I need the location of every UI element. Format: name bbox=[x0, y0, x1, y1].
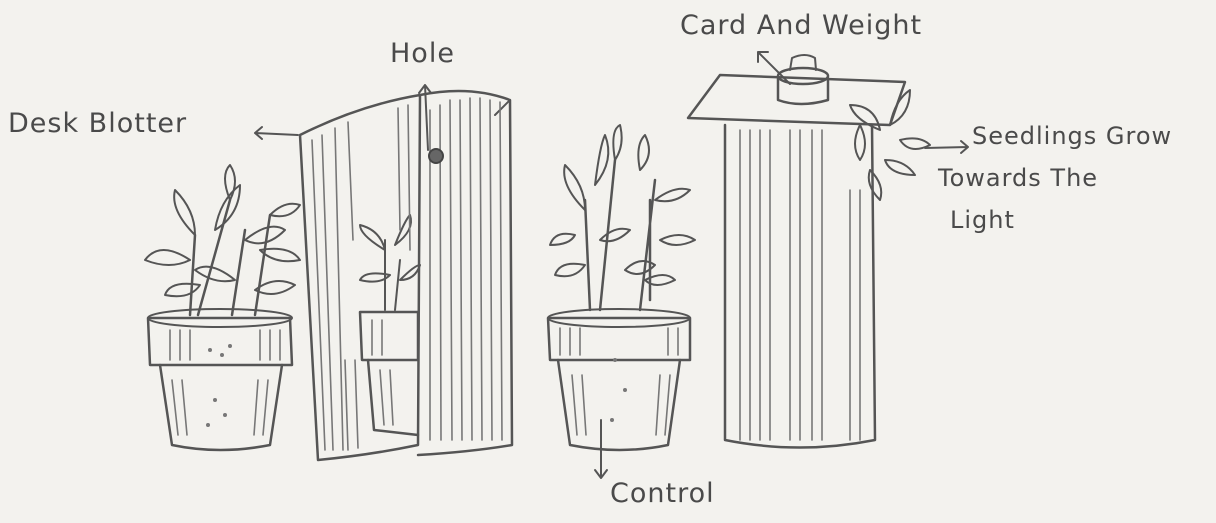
seedlings-label-line3: Light bbox=[950, 206, 1015, 234]
pot-left bbox=[145, 165, 300, 450]
hole-label: Hole bbox=[390, 38, 455, 69]
arrow-seedlings bbox=[925, 141, 968, 153]
arrow-desk-blotter bbox=[255, 127, 298, 139]
seedlings-label-line2: Towards The bbox=[938, 164, 1098, 192]
desk-blotter-label: Desk Blotter bbox=[8, 108, 187, 139]
covered-cylinder bbox=[688, 55, 930, 448]
hole-marker bbox=[429, 149, 443, 163]
seedlings-label-line1: Seedlings Grow bbox=[972, 122, 1172, 150]
arrow-card-weight bbox=[758, 52, 790, 84]
pot-control bbox=[548, 125, 695, 450]
card-and-weight-label: Card And Weight bbox=[680, 10, 922, 41]
pot-blotter bbox=[360, 215, 420, 435]
control-label: Control bbox=[610, 478, 715, 509]
